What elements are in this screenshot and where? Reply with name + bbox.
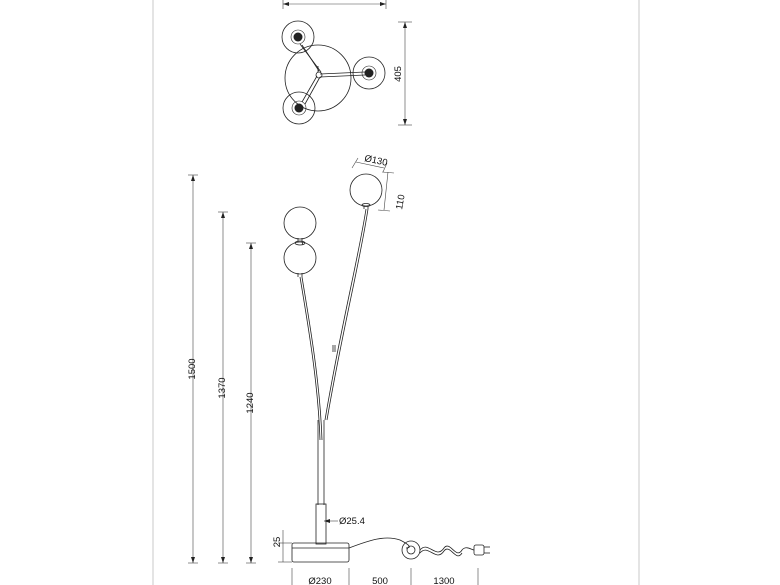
power-cable — [348, 537, 490, 560]
top-shade-lower-left — [282, 91, 316, 125]
shade-diameter-dimension: Ø130 — [351, 153, 388, 173]
base-diameter-label: Ø230 — [308, 576, 331, 585]
side-view: Ø130 110 1500 1370 — [187, 153, 490, 585]
lamp-pole — [315, 420, 327, 545]
height-middle-dimension: 1370 — [217, 211, 228, 564]
height-low-dimension: 1240 — [245, 242, 256, 564]
cable-length-label: 1300 — [433, 576, 454, 585]
lamp-arms — [299, 208, 369, 441]
plug — [473, 544, 485, 556]
height-low-label: 1240 — [245, 392, 256, 413]
shade-left-lower — [283, 240, 317, 277]
page-frame — [152, 0, 640, 585]
height-overall-dimension: 1500 — [187, 174, 198, 564]
pole-diameter-label: Ø25.4 — [339, 516, 365, 527]
shade-height-label: 110 — [394, 194, 407, 211]
shade-height-dimension: 110 — [377, 171, 408, 212]
bottom-dimensions: Ø230 500 1300 — [291, 568, 479, 585]
top-width-dimension — [282, 0, 387, 9]
top-depth-dimension: 405 — [393, 21, 412, 126]
lamp-base — [291, 542, 350, 563]
height-overall-label: 1500 — [187, 358, 198, 379]
shade-upper-right — [349, 173, 383, 209]
pole-diameter-dimension: Ø25.4 — [324, 516, 365, 527]
height-middle-label: 1370 — [217, 377, 228, 398]
foot-switch — [401, 540, 421, 560]
top-shade-right — [352, 56, 386, 90]
top-shade-upper-left — [281, 20, 315, 54]
top-base-circle — [284, 44, 352, 112]
shade-diameter-label: Ø130 — [363, 153, 388, 169]
base-height-dimension: 25 — [272, 530, 292, 563]
base-height-label: 25 — [272, 537, 283, 548]
top-depth-label: 405 — [393, 66, 404, 82]
shade-left-upper — [283, 206, 317, 242]
width-reach-label: 500 — [372, 576, 388, 585]
top-view: 405 — [281, 0, 412, 126]
top-arms — [299, 43, 366, 105]
